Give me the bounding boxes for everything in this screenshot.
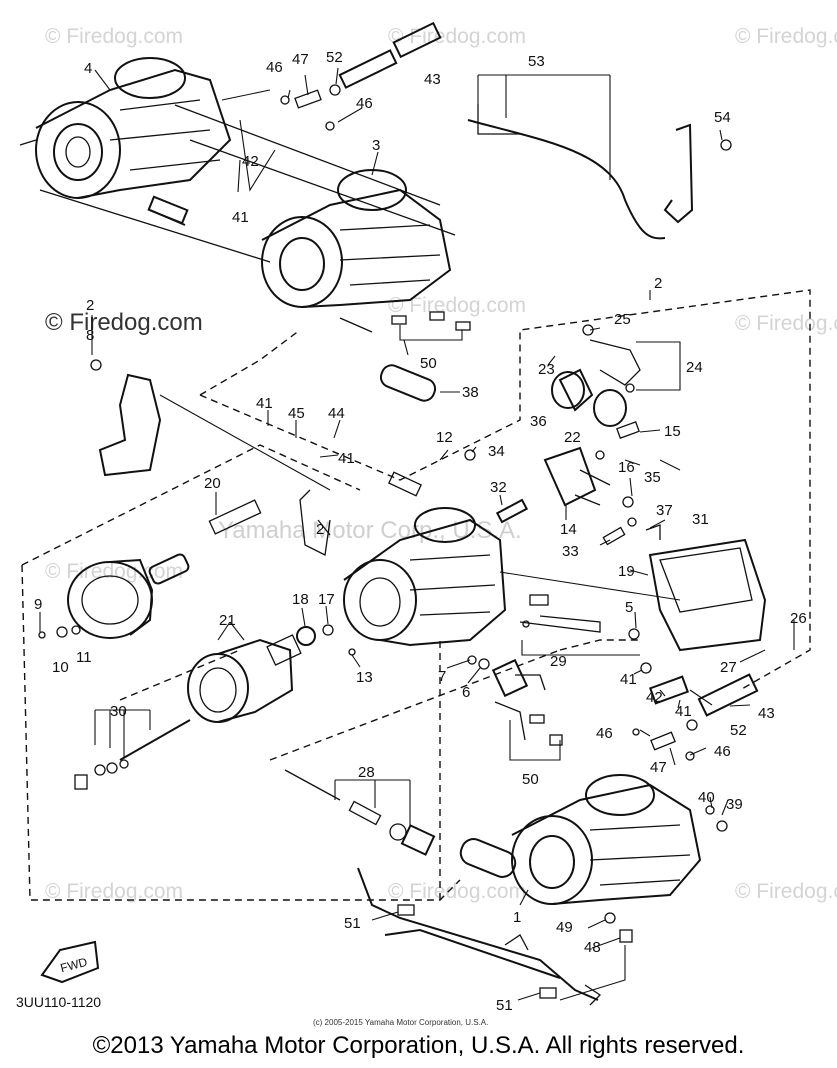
callout: 46: [714, 743, 731, 760]
watermark: © Firedog.com: [735, 880, 837, 903]
callout: 39: [726, 796, 743, 813]
callout: 50: [420, 355, 437, 372]
watermark: © Firedog.com: [388, 880, 526, 903]
callout: 10: [52, 659, 69, 676]
watermark: © Firedog.com: [45, 309, 203, 336]
carburetor-1: [511, 774, 702, 905]
carburetor-4: [19, 57, 232, 199]
callout: 40: [698, 789, 715, 806]
callout: 41: [338, 450, 355, 467]
callout: 31: [692, 511, 709, 528]
callout: 14: [560, 521, 577, 538]
center-carburetor: [343, 471, 507, 647]
callout: 41: [620, 671, 637, 688]
callout: 2: [86, 297, 94, 314]
watermark: © Firedog.com: [735, 312, 837, 335]
watermark: © Firedog.com: [45, 560, 183, 583]
callout: 36: [530, 413, 547, 430]
callout: 5: [625, 599, 633, 616]
callout: 43: [424, 71, 441, 88]
callout: 29: [550, 653, 567, 670]
callout: 52: [326, 49, 343, 66]
callout: 54: [714, 109, 731, 126]
callout: 4: [84, 60, 92, 77]
callout: 7: [438, 668, 446, 685]
copyright-footer: ©2013 Yamaha Motor Corporation, U.S.A. A…: [92, 1032, 745, 1059]
callout: 51: [496, 997, 513, 1014]
callout: 45: [288, 405, 305, 422]
callout: 21: [219, 612, 236, 629]
callout: 32: [490, 479, 507, 496]
callout: 8: [86, 327, 94, 344]
callout: 19: [618, 563, 635, 580]
callout: 12: [436, 429, 453, 446]
callout: 46: [266, 59, 283, 76]
callout: 18: [292, 591, 309, 608]
callout: 26: [790, 610, 807, 627]
watermark: © Firedog.com: [45, 880, 183, 903]
callout: 41: [675, 703, 692, 720]
callout: 41: [256, 395, 273, 412]
fwd-label: FWD: [59, 955, 89, 976]
callout: 48: [584, 939, 601, 956]
watermark: © Firedog.com: [735, 25, 837, 48]
callout: 43: [758, 705, 775, 722]
callout: 17: [318, 591, 335, 608]
piston-21: [187, 634, 302, 723]
callout: 20: [204, 475, 221, 492]
callout: 42: [646, 689, 663, 706]
callout: 22: [564, 429, 581, 446]
callout: 46: [356, 95, 373, 112]
callout: 28: [358, 764, 375, 781]
callout: 44: [328, 405, 345, 422]
callout: 47: [650, 759, 667, 776]
callout: 42: [242, 153, 259, 170]
callout: 51: [344, 915, 361, 932]
watermark: © Firedog.com: [388, 294, 526, 317]
callout: 2: [654, 275, 662, 292]
callout: 35: [644, 469, 661, 486]
callout: 50: [522, 771, 539, 788]
callout: 30: [110, 703, 127, 720]
callout: 49: [556, 919, 573, 936]
reference-code: 3UU110-1120: [16, 994, 102, 1010]
fwd-arrow-icon: FWD: [40, 940, 100, 984]
watermark: © Firedog.com: [45, 25, 183, 48]
callout: 41: [232, 209, 249, 226]
watermark: © Firedog.com: [388, 25, 526, 48]
callout: 9: [34, 596, 42, 613]
callout: 1: [513, 909, 521, 926]
vacuum-chamber-cover: [67, 558, 154, 639]
callout: 16: [618, 459, 635, 476]
carburetor-3: [261, 169, 452, 308]
callout: 25: [614, 311, 631, 328]
callout: 52: [730, 722, 747, 739]
callout: 15: [664, 423, 681, 440]
callout: 2: [316, 521, 324, 538]
callout: 24: [686, 359, 703, 376]
callout: 46: [596, 725, 613, 742]
callout: 27: [720, 659, 737, 676]
callout: 3: [372, 137, 380, 154]
callout: 13: [356, 669, 373, 686]
callout: 34: [488, 443, 505, 460]
callout: 53: [528, 53, 545, 70]
callout: 38: [462, 384, 479, 401]
callout: 23: [538, 361, 555, 378]
callout: 33: [562, 543, 579, 560]
callout: 6: [462, 684, 470, 701]
callout: 47: [292, 51, 309, 68]
callout: 37: [656, 502, 673, 519]
callout: 11: [76, 649, 92, 666]
small-copyright: (c) 2005-2015 Yamaha Motor Corporation, …: [313, 1018, 489, 1027]
